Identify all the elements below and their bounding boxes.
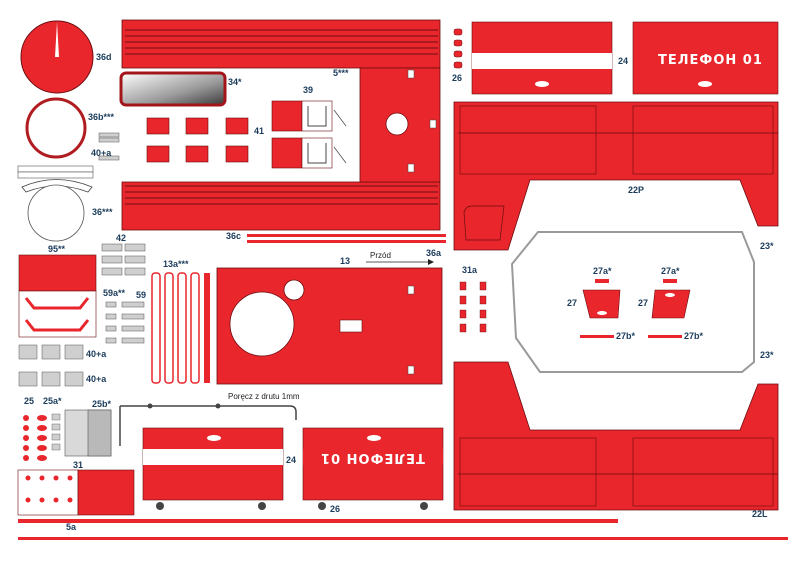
label-24-top: 24 xyxy=(618,56,629,66)
part-24-bottom-panel xyxy=(142,427,444,510)
label-59: 59 xyxy=(136,290,147,300)
part-handrail-wire xyxy=(119,403,297,446)
label-24-bottom: 24 xyxy=(286,455,297,465)
part-40a-top-strips xyxy=(17,165,94,179)
part-39-brackets xyxy=(271,100,347,169)
phone-text-bottom: ТЕЛЕФОН 01 xyxy=(320,450,425,465)
label-36c: 36c xyxy=(226,231,242,241)
label-36a: 36a xyxy=(426,248,442,258)
part-25-lamps xyxy=(23,413,61,461)
part-27-mirrors xyxy=(580,279,691,338)
label-27-right: 27 xyxy=(638,298,649,308)
label-39: 39 xyxy=(303,85,314,95)
label-5a: 5a xyxy=(66,522,77,532)
phone-text-top: ТЕЛЕФОН 01 xyxy=(658,53,763,68)
label-31a: 31a xyxy=(462,265,478,275)
part-13a-strips xyxy=(151,272,210,384)
label-25b: 25b* xyxy=(92,399,112,409)
label-13: 13 xyxy=(340,256,351,266)
label-27b-right: 27b* xyxy=(684,331,704,341)
label-34: 34* xyxy=(228,77,242,87)
part-31a-lights xyxy=(459,281,487,333)
label-40a-low: 40+a xyxy=(86,374,107,384)
label-25: 25 xyxy=(24,396,35,406)
label-22l: 22L xyxy=(752,509,768,519)
label-27b-left: 27b* xyxy=(616,331,636,341)
part-36-base-disc xyxy=(21,179,93,242)
part-42-grilles xyxy=(101,243,146,276)
part-23-window-frame xyxy=(510,231,755,373)
part-22l-side-body xyxy=(453,361,779,511)
label-31: 31 xyxy=(73,460,84,470)
label-40a-mid: 40+a xyxy=(86,349,107,359)
label-27-left: 27 xyxy=(567,298,578,308)
label-25a: 25a* xyxy=(43,396,62,406)
part-41-tabs xyxy=(146,117,249,163)
label-59a: 59a** xyxy=(103,288,126,298)
part-36d-roof-cap xyxy=(20,20,94,94)
label-41: 41 xyxy=(254,126,265,136)
part-59-small-items xyxy=(105,301,145,344)
part-95-bumper xyxy=(18,254,97,338)
label-przod: Przód xyxy=(370,251,391,260)
part-36b-ring xyxy=(25,97,87,159)
label-22p: 22P xyxy=(628,185,645,195)
label-36d: 36d xyxy=(96,52,112,62)
part-40a-clusters xyxy=(18,344,84,387)
label-26-bottom: 26 xyxy=(330,504,341,514)
part-31-panel xyxy=(17,469,135,516)
label-26-top: 26 xyxy=(452,73,463,83)
label-36: 36*** xyxy=(92,207,113,217)
label-23-top: 23* xyxy=(760,241,774,251)
part-25b-block xyxy=(64,409,112,457)
label-42: 42 xyxy=(116,233,127,243)
label-27a-left: 27a* xyxy=(593,266,612,276)
label-13a: 13a*** xyxy=(163,259,189,269)
label-36b: 36b*** xyxy=(88,112,115,122)
part-small-clips-top xyxy=(98,132,120,161)
part-26-lights-top xyxy=(453,28,463,69)
part-22p-side-body xyxy=(453,101,779,251)
part-24-top-panel xyxy=(471,21,779,95)
label-porecz: Poręcz z drutu 1mm xyxy=(228,392,300,401)
label-95: 95** xyxy=(48,244,66,254)
part-34-windscreen xyxy=(119,71,227,107)
label-27a-right: 27a* xyxy=(661,266,680,276)
label-23-bottom: 23* xyxy=(760,350,774,360)
part-36c-rails xyxy=(247,234,446,243)
label-40a-top: 40+a xyxy=(91,148,112,158)
part-5a-rails xyxy=(18,519,788,540)
part-13-floor-plate xyxy=(216,259,443,385)
label-5: 5*** xyxy=(333,68,349,78)
part-5-body-top xyxy=(121,19,441,231)
